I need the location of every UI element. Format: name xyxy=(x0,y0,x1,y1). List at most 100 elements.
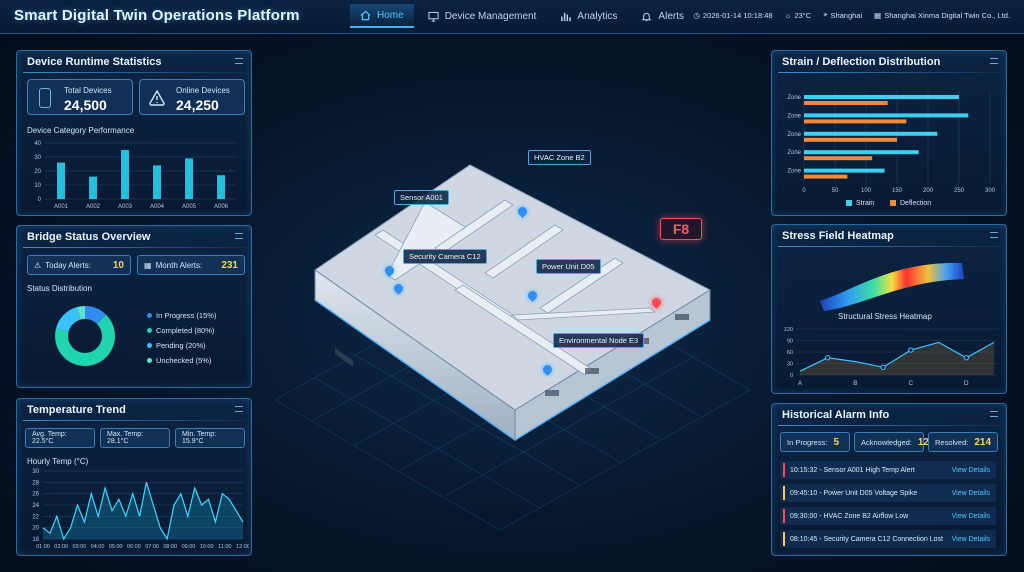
x-tick-label: A005 xyxy=(182,204,197,210)
device-stats-panel: Device Runtime Statistics Total Devices … xyxy=(16,50,252,216)
alarm-text: 08:10:45 - Security Camera C12 Connectio… xyxy=(790,535,943,543)
clock-status: ◷2026-01-14 10:18:48 xyxy=(693,11,772,20)
menu-icon[interactable] xyxy=(990,232,998,238)
y-tick-label: 30 xyxy=(34,155,41,161)
in-progress-value: 5 xyxy=(833,436,839,448)
datetime-text: 2026-01-14 10:18:48 xyxy=(702,10,773,20)
legend-swatch xyxy=(147,328,152,333)
alarm-row[interactable]: 10:15:32 - Sensor A001 High Temp Alert V… xyxy=(780,461,996,479)
bar xyxy=(185,158,193,199)
bar xyxy=(217,175,225,199)
month-alerts-card: ▦ Month Alerts: 231 xyxy=(137,255,245,275)
tag-sensor-a001[interactable]: Sensor A001 xyxy=(394,190,449,205)
y-tick-label: 28 xyxy=(32,480,39,486)
tag-hvac-zone-b2[interactable]: HVAC Zone B2 xyxy=(528,150,591,165)
floor-indicator[interactable]: F8 xyxy=(660,218,702,240)
legend-label: Unchecked (5%) xyxy=(156,356,212,365)
category-chart-title: Device Category Performance xyxy=(27,126,135,135)
x-tick-label: A004 xyxy=(150,204,165,210)
x-tick-label: 150 xyxy=(892,188,903,194)
bar xyxy=(57,162,65,199)
menu-icon[interactable] xyxy=(235,58,243,64)
stress-heatmap-panel: Stress Field Heatmap Structural Stress H… xyxy=(771,224,1007,394)
alarm-text: 09:30:00 - HVAC Zone B2 Airflow Low xyxy=(790,512,909,520)
x-tick-label: 50 xyxy=(832,188,839,194)
nav-home-label: Home xyxy=(377,9,404,21)
legend-label: Completed (80%) xyxy=(156,326,215,335)
menu-icon[interactable] xyxy=(235,233,243,239)
view-details-link[interactable]: View Details xyxy=(951,466,990,474)
x-tick-label: 12:00 xyxy=(236,544,249,550)
location-text: Shanghai xyxy=(830,10,863,20)
y-tick-label: 18 xyxy=(32,537,39,543)
alarm-row[interactable]: 09:45:10 - Power Unit D05 Voltage Spike … xyxy=(780,484,996,502)
stress-line xyxy=(799,341,995,372)
x-tick-label: A001 xyxy=(54,204,69,210)
y-tick-label: Zone xyxy=(787,95,801,101)
view-details-link[interactable]: View Details xyxy=(951,512,990,520)
divider xyxy=(778,72,1000,73)
temp-chart-title: Hourly Temp (°C) xyxy=(27,457,89,466)
nav-device-management[interactable]: Device Management xyxy=(418,4,547,28)
alarm-row[interactable]: 08:10:45 - Security Camera C12 Connectio… xyxy=(780,530,996,548)
menu-icon[interactable] xyxy=(990,411,998,417)
data-point xyxy=(880,364,886,371)
tag-security-camera-c12[interactable]: Security Camera C12 xyxy=(403,249,487,264)
month-alerts-label: Month Alerts: xyxy=(155,260,203,270)
nav-alerts[interactable]: Alerts xyxy=(631,4,694,28)
view-details-link[interactable]: View Details xyxy=(951,489,990,497)
y-tick-label: Zone xyxy=(787,113,801,119)
bar-deflection xyxy=(804,101,888,105)
x-tick-label: 05:00 xyxy=(109,544,123,550)
building-3d xyxy=(314,164,712,441)
heatmap-caption: Structural Stress Heatmap xyxy=(838,312,932,321)
main-nav: Home Device Management Analytics Alerts xyxy=(350,4,694,28)
resolved-value: 214 xyxy=(974,436,992,448)
nav-home[interactable]: Home xyxy=(350,4,414,28)
in-progress-label: In Progress: xyxy=(787,437,828,447)
online-devices-card: Online Devices 24,250 xyxy=(139,79,245,115)
menu-icon[interactable] xyxy=(235,406,243,412)
acknowledged-card[interactable]: Acknowledged: 12 xyxy=(854,432,929,452)
legend-swatch xyxy=(147,358,152,363)
divider xyxy=(23,247,245,248)
panel-title: Historical Alarm Info xyxy=(782,409,890,421)
tag-power-unit-d05[interactable]: Power Unit D05 xyxy=(536,259,601,274)
tag-environmental-node-e3[interactable]: Environmental Node E3 xyxy=(553,333,645,348)
building-floorplan[interactable] xyxy=(255,140,765,560)
x-tick-label: 200 xyxy=(923,188,934,194)
nav-analytics[interactable]: Analytics xyxy=(550,4,627,28)
y-tick-label: 26 xyxy=(32,492,39,498)
divider xyxy=(23,72,245,73)
weather-status: ☼23°C xyxy=(785,11,812,20)
view-details-link[interactable]: View Details xyxy=(951,535,990,543)
legend-swatch xyxy=(147,313,152,318)
legend-item: Unchecked (5%) xyxy=(147,356,211,365)
bar-strain xyxy=(804,113,969,118)
min-temp-card: Min. Temp: 15.9°C xyxy=(175,428,245,448)
alarm-row[interactable]: 09:30:00 - HVAC Zone B2 Airflow Low View… xyxy=(780,507,996,525)
phone-icon xyxy=(39,88,51,108)
menu-icon[interactable] xyxy=(990,58,998,64)
donut-slice xyxy=(54,314,115,366)
in-progress-card[interactable]: In Progress: 5 xyxy=(780,432,850,452)
temperature-text: 23°C xyxy=(794,10,812,20)
y-tick-label: 60 xyxy=(787,350,793,356)
legend-label: Deflection xyxy=(900,200,931,207)
alarm-text: 10:15:32 - Sensor A001 High Temp Alert xyxy=(790,466,915,474)
y-tick-label: 20 xyxy=(32,526,39,532)
x-tick-label: D xyxy=(964,380,969,387)
y-tick-label: 0 xyxy=(38,197,42,203)
panel-title: Strain / Deflection Distribution xyxy=(782,56,941,68)
x-tick-label: 250 xyxy=(954,188,965,194)
temperature-panel: Temperature Trend Avg. Temp: 22.5°C Max.… xyxy=(16,398,252,556)
temp-area xyxy=(43,482,243,539)
x-tick-label: B xyxy=(853,380,857,387)
company-text: Shanghai Xinma Digital Twin Co., Ltd. xyxy=(884,10,1010,20)
x-tick-label: 09:00 xyxy=(182,544,196,550)
acknowledged-value: 12 xyxy=(917,436,929,448)
resolved-card[interactable]: Resolved: 214 xyxy=(928,432,998,452)
nav-alerts-label: Alerts xyxy=(658,10,684,22)
